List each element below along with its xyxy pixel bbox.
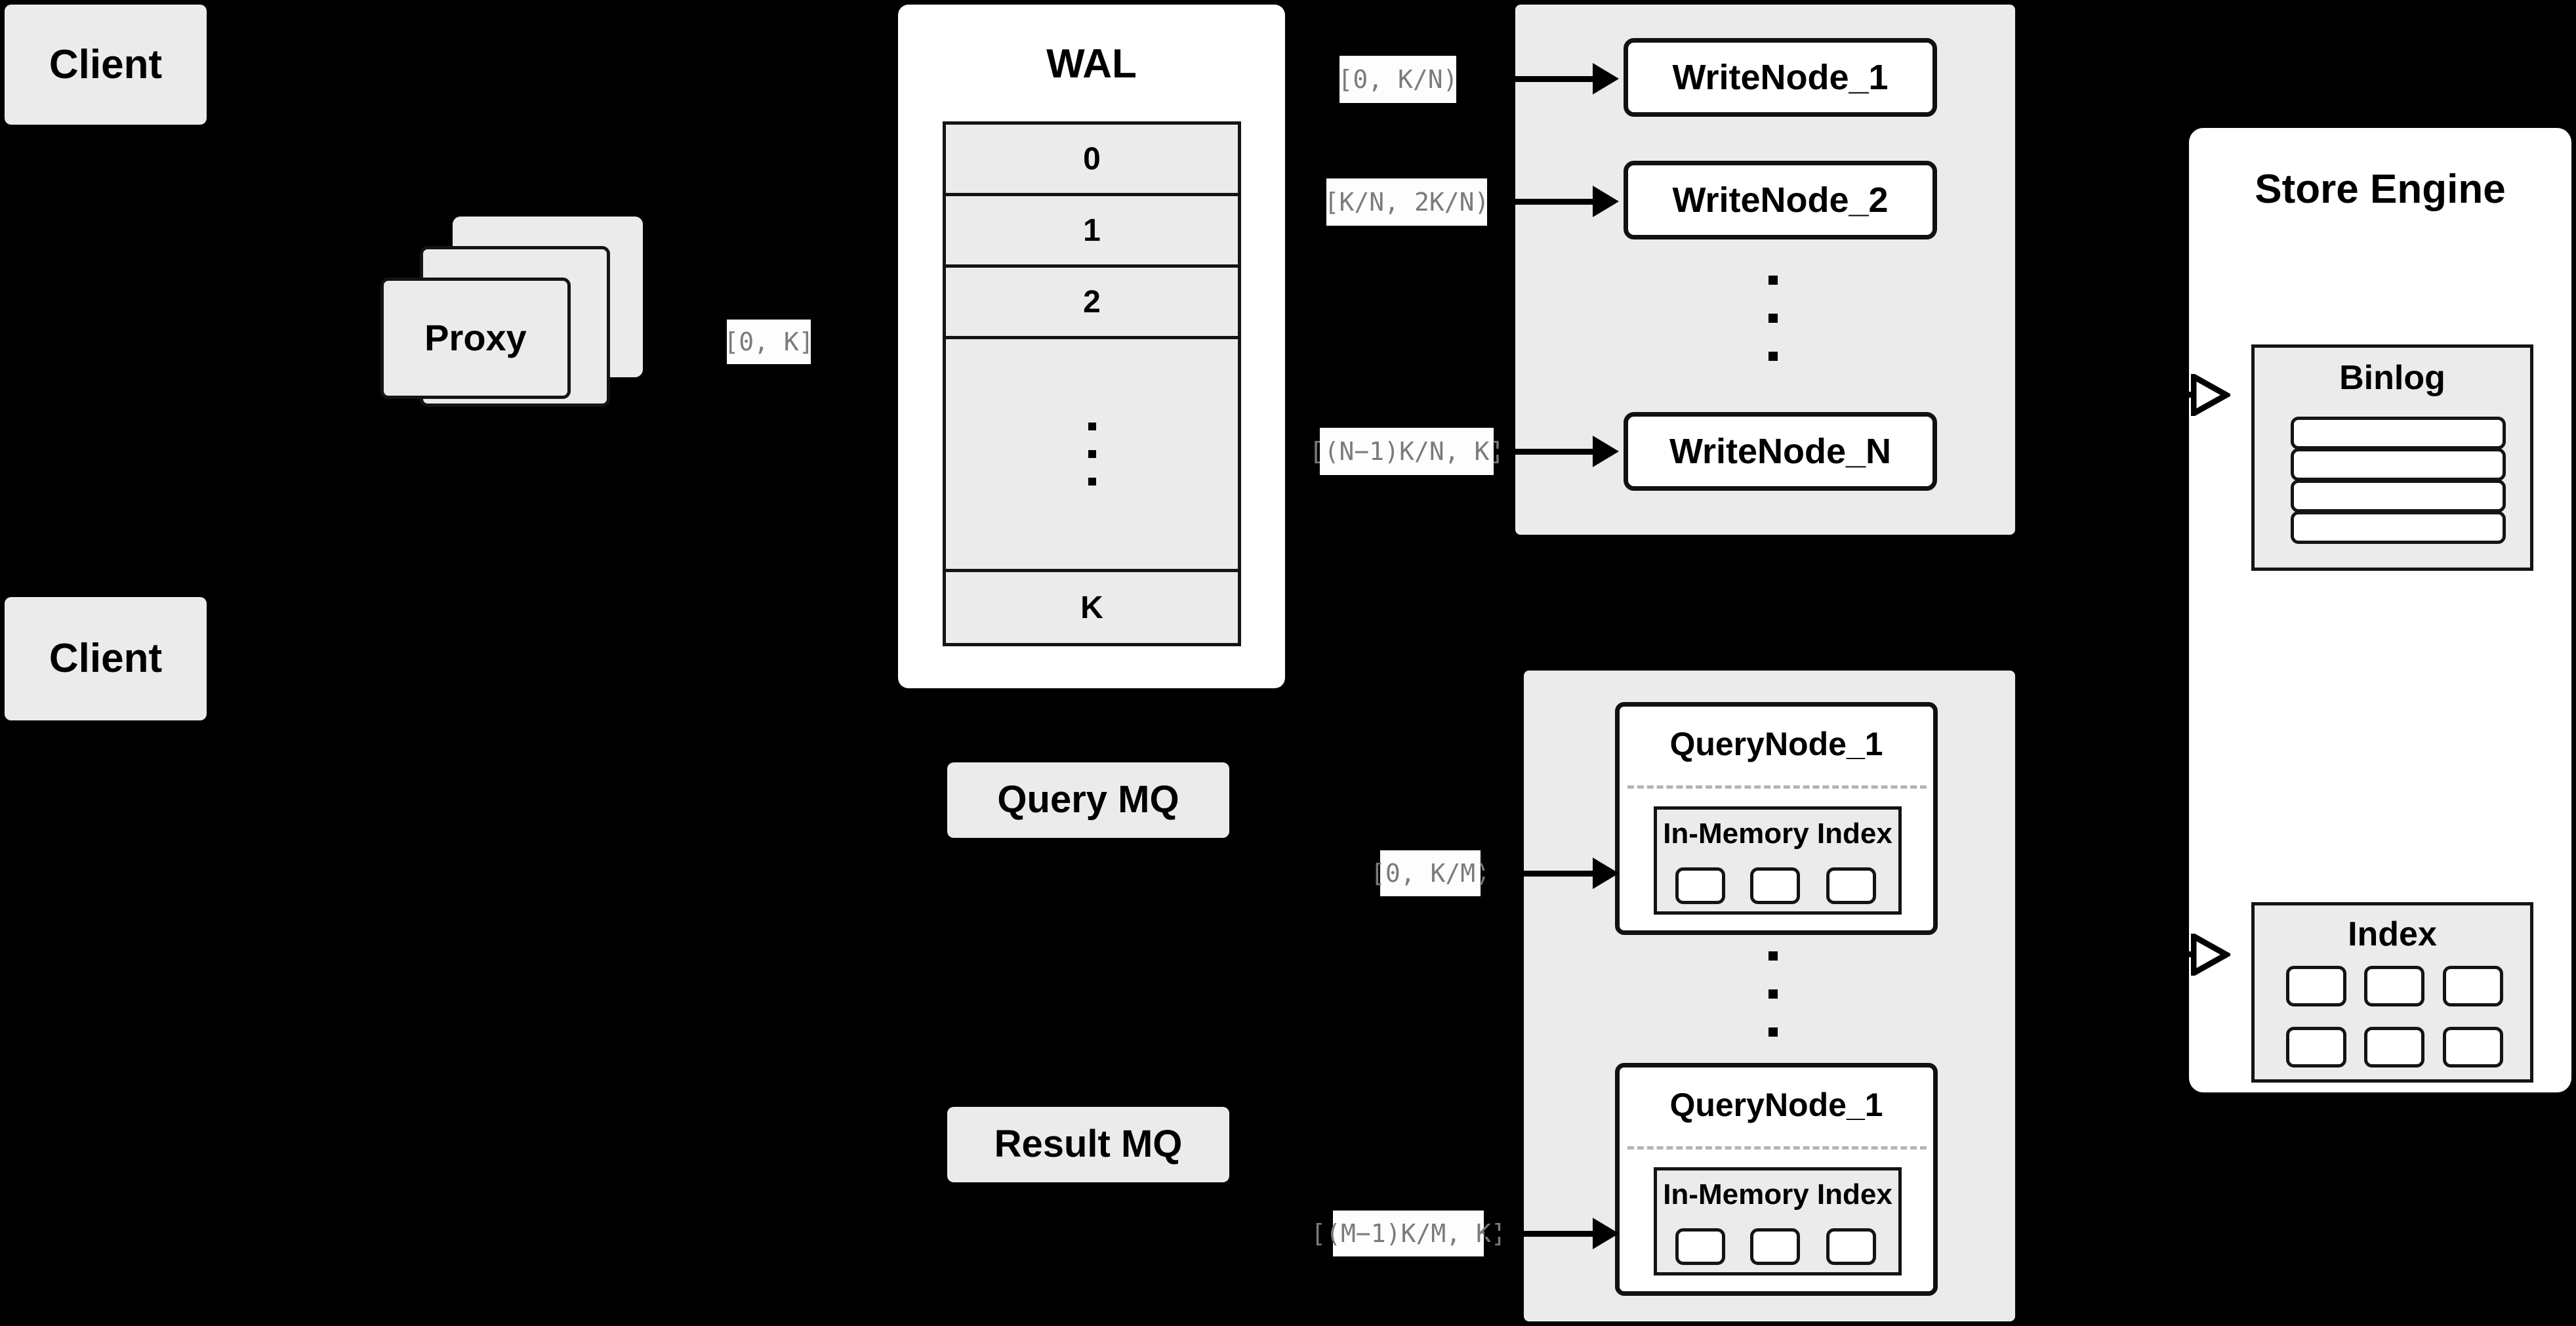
proxy-layer-front[interactable]: Proxy [380,278,571,399]
proxy-stack[interactable]: Proxy [380,217,669,426]
proxy-range-tag: [0, K] [724,320,814,364]
query-node-2-title: QueryNode_1 [1669,1087,1883,1123]
index-cell-6[interactable] [2443,1027,2503,1067]
write-node-2-label: WriteNode_2 [1672,180,1889,220]
query-node-2-inmemory-index: In-Memory Index [1654,1167,1902,1275]
result-mq-box[interactable]: Result MQ [947,1107,1229,1182]
write-range-tag-2: [K/N, 2K/N) [1324,178,1490,226]
query-node-2-index-cell-3[interactable] [1826,1228,1876,1265]
query-node-2-separator [1627,1146,1927,1150]
wal-row-2[interactable]: 2 [946,268,1238,339]
wal-container: WAL 0 1 2 K [898,5,1285,688]
query-node-2-inmemory-index-title: In-Memory Index [1663,1178,1892,1211]
query-cluster-ellipsis-icon [1768,951,1778,1037]
query-node-1-title: QueryNode_1 [1669,726,1883,762]
binlog-arrow-line [2163,392,2196,398]
client-label-1: Client [49,41,163,87]
query-node-1-separator [1627,785,1927,789]
write-node-n-label: WriteNode_N [1669,432,1892,471]
write-arrow-head-1 [1593,63,1619,94]
query-range-tag-2: [(M−1)K/M, K] [1311,1211,1506,1256]
wal-row-1-label: 1 [1083,213,1101,248]
query-mq-box[interactable]: Query MQ [947,762,1229,838]
write-node-n[interactable]: WriteNode_N [1624,412,1937,491]
write-cluster-ellipsis-icon [1768,276,1778,361]
query-arrow-line-2 [1484,1231,1603,1237]
wal-table: 0 1 2 K [943,121,1241,646]
wal-row-1[interactable]: 1 [946,196,1238,268]
wal-row-k[interactable]: K [946,572,1238,643]
index-cell-1[interactable] [2286,966,2346,1006]
index-cell-4[interactable] [2286,1027,2346,1067]
write-arrow-line-2 [1488,199,1603,205]
wal-row-k-label: K [1080,590,1103,625]
query-node-1[interactable]: QueryNode_1 In-Memory Index [1615,702,1938,935]
write-range-tag-1-text: [0, K/N) [1338,65,1458,94]
write-range-tag-n: [(N−1)K/N, K] [1309,428,1504,475]
binlog-panel: Binlog [2251,344,2533,571]
index-title: Index [2348,915,2437,953]
write-arrow-head-2 [1593,186,1619,217]
client-box-2[interactable]: Client [5,597,207,720]
query-arrow-head-2 [1593,1218,1619,1249]
query-node-1-inmemory-index: In-Memory Index [1654,806,1902,915]
index-panel: Index [2251,902,2533,1083]
query-node-1-index-cell-3[interactable] [1826,867,1876,904]
wal-row-0[interactable]: 0 [946,125,1238,196]
query-node-2-index-cell-1[interactable] [1675,1228,1725,1265]
binlog-row-4[interactable] [2291,511,2506,544]
wal-title: WAL [1046,41,1137,87]
write-node-2[interactable]: WriteNode_2 [1624,161,1937,239]
query-node-2[interactable]: QueryNode_1 In-Memory Index [1615,1063,1938,1296]
vertical-ellipsis-icon [1088,423,1096,486]
write-range-tag-n-text: [(N−1)K/N, K] [1309,437,1505,466]
proxy-label: Proxy [424,317,527,359]
write-node-1[interactable]: WriteNode_1 [1624,38,1937,117]
write-arrow-line-1 [1458,76,1602,82]
wal-row-0-label: 0 [1083,141,1101,176]
binlog-row-2[interactable] [2291,448,2506,481]
proxy-range-tag-text: [0, K] [724,327,814,356]
binlog-row-3[interactable] [2291,480,2506,512]
query-node-1-index-cell-2[interactable] [1750,867,1800,904]
store-engine-title: Store Engine [2255,167,2506,212]
write-node-1-label: WriteNode_1 [1672,58,1889,97]
index-cell-5[interactable] [2364,1027,2424,1067]
query-node-1-index-cell-1[interactable] [1675,867,1725,904]
query-node-1-inmemory-index-title: In-Memory Index [1663,818,1892,850]
store-engine-container: Store Engine Binlog Index [2189,128,2571,1092]
query-range-tag-1-text: [0, K/M) [1370,859,1491,888]
index-arrow-line [2163,951,2196,957]
query-arrow-line-1 [1481,871,1603,877]
write-range-tag-2-text: [K/N, 2K/N) [1324,188,1490,217]
client-box-1[interactable]: Client [5,5,207,125]
client-label-2: Client [49,636,163,682]
query-arrow-head-1 [1593,858,1619,889]
write-arrow-head-n [1593,436,1619,467]
query-range-tag-1: [0, K/M) [1370,850,1490,896]
result-mq-label: Result MQ [994,1123,1183,1166]
query-node-2-index-cell-2[interactable] [1750,1228,1800,1265]
write-arrow-line-n [1494,449,1603,455]
wal-row-ellipsis [946,339,1238,572]
write-range-tag-1: [0, K/N) [1338,56,1458,103]
index-cell-2[interactable] [2364,966,2424,1006]
index-cell-3[interactable] [2443,966,2503,1006]
binlog-row-1[interactable] [2291,417,2506,449]
binlog-title: Binlog [2339,359,2445,397]
wal-row-2-label: 2 [1083,284,1101,320]
query-mq-label: Query MQ [997,778,1179,821]
query-range-tag-2-text: [(M−1)K/M, K] [1311,1219,1506,1248]
